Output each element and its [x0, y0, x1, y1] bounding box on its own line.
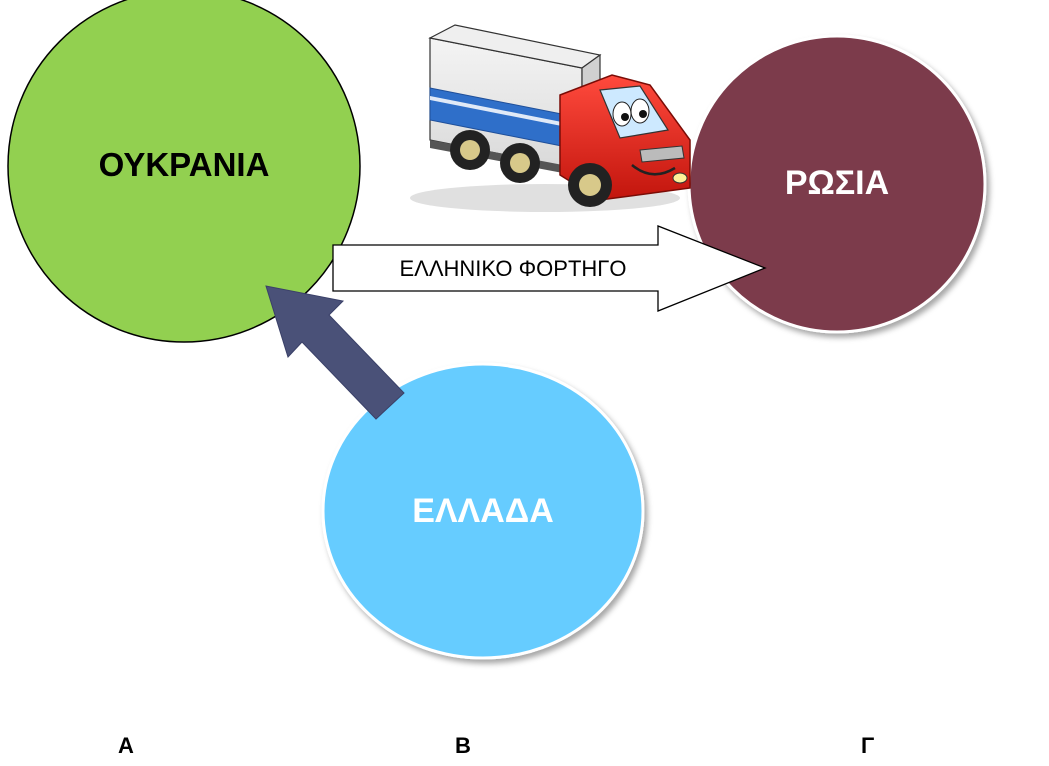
russia-label: ΡΩΣΙΑ [784, 164, 890, 202]
greece-label: ΕΛΛΑΔΑ [412, 492, 554, 530]
ukraine-circle [7, 0, 361, 343]
greece-circle [321, 362, 645, 660]
arrow-greece-to-ukraine [265, 285, 405, 420]
footer-label-b: Β [455, 733, 471, 758]
node-ukraine [7, 0, 361, 343]
arrow-greek-truck [332, 225, 767, 312]
block-arrow-shape [332, 225, 767, 312]
dark-arrow-shape [265, 285, 405, 420]
footer-label-a: Α [118, 733, 134, 758]
truck-icon [410, 24, 691, 212]
node-greece [321, 362, 645, 660]
ukraine-label: ΟΥΚΡΑΝΙΑ [98, 146, 270, 183]
footer-label-c: Γ [861, 733, 875, 758]
arrow-greek-truck-label: ΕΛΛΗΝΙΚΟ ΦΟΡΤΗΓΟ [399, 256, 627, 281]
